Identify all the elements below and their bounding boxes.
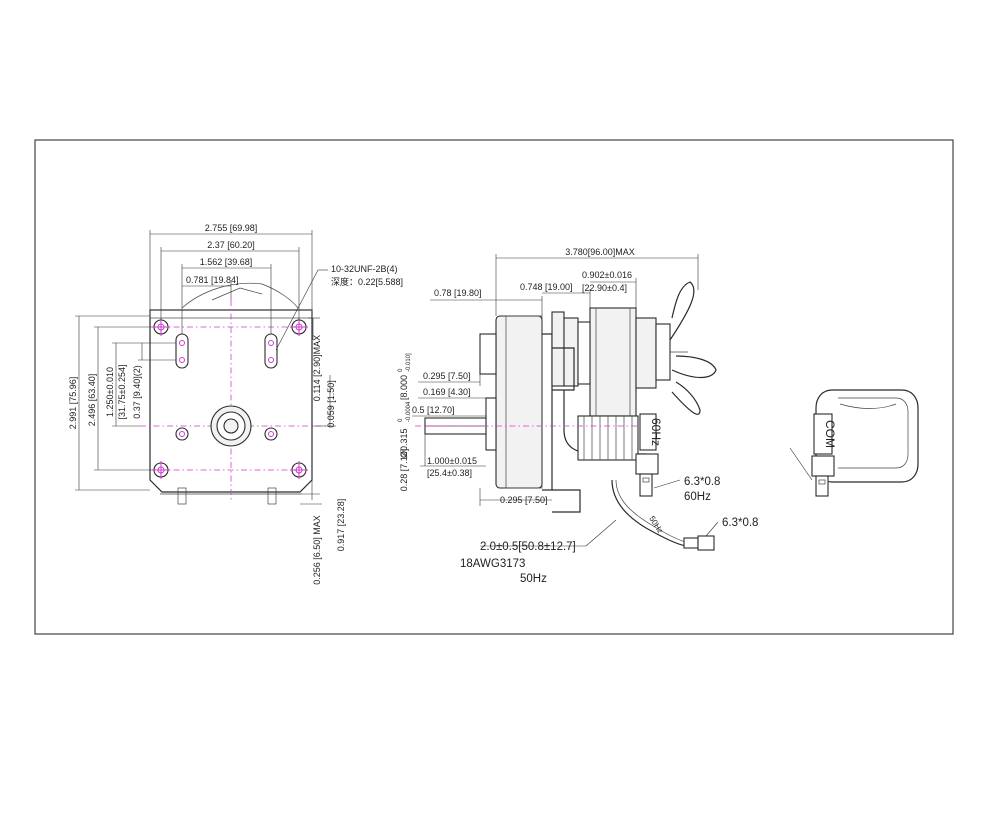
- side-view: 60Hz 50Hz 3.780[96.00]MAX: [398, 247, 758, 585]
- dim-base-height: 0.917 [23.28]: [336, 499, 346, 552]
- dim-boss-inner: 0.169 [4.30]: [423, 387, 471, 397]
- dim-hole-spacing-outer: 2.37 [60.20]: [207, 240, 255, 250]
- coil-frame-outline: [815, 389, 919, 483]
- shaft-diameter: Ø0.315: [399, 428, 409, 458]
- dim-base-step: 0.295 [7.50]: [500, 495, 548, 505]
- tapped-hole-icon: [152, 318, 170, 336]
- fan-icon: [669, 281, 717, 415]
- spade-terminal-icon: [811, 455, 835, 497]
- lead-wire: [611, 479, 687, 547]
- dim-gearbox-depth: 0.78 [19.80]: [434, 288, 482, 298]
- stator-coil: [589, 307, 637, 417]
- dim-shaft-length: 0.5 [12.70]: [412, 405, 455, 415]
- terminal-1-size: 6.3*0.8: [684, 476, 720, 488]
- svg-text:-0.0004: -0.0004: [406, 401, 412, 422]
- terminal-2-size: 6.3*0.8: [722, 517, 758, 529]
- dim-flat-depth: 0.28 [7.12]: [399, 449, 409, 492]
- spade-terminal-icon: [635, 453, 659, 497]
- dim-foot-height: 0.256 [6.50] MAX: [312, 515, 322, 585]
- dim-edge-side: 0.059 [1.50]: [326, 380, 336, 428]
- gearbox-housing: [495, 315, 543, 489]
- front-view: 2.755 [69.98] 2.37 [60.20] 1.562 [39.68]…: [68, 223, 403, 585]
- lead-length: 2.0±0.5[50.8±12.7]: [480, 541, 576, 553]
- dim-slot-spacing: 1.562 [39.68]: [200, 257, 253, 267]
- dim-overall-height: 2.991 [75.96]: [68, 377, 78, 430]
- shaft-diameter-mm: [8.000: [399, 375, 409, 400]
- end-view: COM: [789, 389, 919, 497]
- dim-edge-top: 0.114 [2.90]MAX: [312, 335, 322, 401]
- svg-text:-0.010]: -0.010]: [406, 353, 412, 372]
- dim-boss-height: 0.295 [7.50]: [423, 371, 471, 381]
- dim-overall-length: 3.780[96.00]MAX: [565, 247, 635, 257]
- svg-text:0: 0: [398, 368, 404, 372]
- drawing-frame: [34, 139, 954, 635]
- tapped-hole-icon: [290, 318, 308, 336]
- label-com: COM: [823, 420, 837, 448]
- dim-shaft-offset-y-mm: [31.75±0.254]: [117, 365, 127, 420]
- dim-overall-width: 2.755 [69.98]: [205, 223, 258, 233]
- terminal-1-freq: 60Hz: [684, 491, 711, 503]
- lead-freq: 50Hz: [520, 573, 547, 585]
- dim-slot: 0.37 [9.40](2): [132, 365, 142, 419]
- tapped-hole-icon: [152, 461, 170, 479]
- dim-core-offset: 0.748 [19.00]: [520, 282, 573, 292]
- dim-core-width-mm: [22.90±0.4]: [582, 283, 627, 293]
- wire-label: 50Hz: [647, 514, 665, 535]
- output-shaft-icon: [210, 405, 252, 447]
- spade-terminal-icon: [683, 535, 715, 551]
- tapped-hole-icon: [290, 461, 308, 479]
- motor-frame: [542, 333, 553, 491]
- dim-shaft-offset-y: 1.250±0.010: [105, 367, 115, 417]
- depth-callout: 深度：0.22[5.588]: [331, 276, 403, 287]
- thread-callout: 10-32UNF-2B(4): [331, 264, 398, 274]
- svg-text:0: 0: [398, 418, 404, 422]
- label-60hz: 60Hz: [649, 418, 663, 446]
- wire-gauge: 18AWG3173: [460, 558, 525, 570]
- dim-hole-spacing-vert: 2.496 [63.40]: [87, 374, 97, 427]
- dim-shaft-offset-x: 0.781 [19.84]: [186, 275, 239, 285]
- dim-shaft-extension-mm: [25.4±0.38]: [427, 468, 472, 478]
- dim-core-width: 0.902±0.016: [582, 270, 632, 280]
- dim-shaft-extension: 1.000±0.015: [427, 456, 477, 466]
